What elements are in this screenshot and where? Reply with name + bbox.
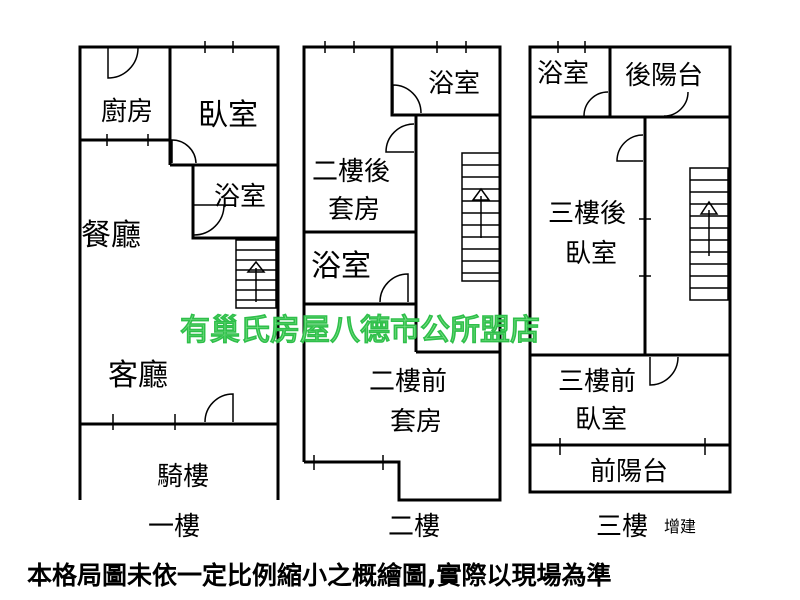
bathroom-label: 浴室 <box>537 59 589 89</box>
bathroom-label: 浴室 <box>214 182 266 212</box>
extension-note: 增建 <box>664 517 696 536</box>
bathroom-top-label: 浴室 <box>428 69 480 99</box>
bathroom-mid-door-icon <box>379 273 409 303</box>
front-suite-label-1: 二樓前 <box>369 367 447 397</box>
front-suite-label-2: 套房 <box>390 407 442 437</box>
second-floor-outer-wall <box>302 45 502 502</box>
rear-bedroom-label-2: 臥室 <box>565 239 617 269</box>
rear-bedroom-door-icon <box>616 134 644 162</box>
bathroom-mid-label: 浴室 <box>311 249 371 284</box>
front-bedroom-door-icon <box>649 356 679 386</box>
arcade-label: 騎樓 <box>157 462 209 492</box>
front-bedroom-label-2: 臥室 <box>575 405 627 435</box>
third-floor-outer-wall <box>528 45 732 494</box>
second-floor-label: 二樓 <box>388 512 440 542</box>
rear-suite-label-1: 二樓後 <box>312 157 390 187</box>
front-balcony-label: 前陽台 <box>590 457 668 487</box>
third-floor-plan: 浴室 後陽台 三樓後 臥室 三樓前 臥室 前陽台 三樓 增建 <box>528 41 732 542</box>
bedroom-door-icon <box>171 139 197 164</box>
disclaimer-text: 本格局圖未依一定比例縮小之概繪圖,實際以現場為準 <box>27 561 612 590</box>
living-door-icon <box>204 393 234 423</box>
rear-suite-door-icon <box>385 123 415 153</box>
bedroom-label: 臥室 <box>198 98 258 133</box>
kitchen-label: 廚房 <box>101 97 153 127</box>
stair-up-arrow-icon <box>246 260 266 302</box>
bathroom-door-icon <box>193 204 225 236</box>
rear-balcony-door-icon <box>663 91 689 117</box>
stair-up-arrow-icon <box>699 200 719 256</box>
stair-up-arrow-icon <box>471 187 491 238</box>
first-floor-label: 一樓 <box>148 512 200 542</box>
rear-balcony-label: 後陽台 <box>625 61 703 91</box>
first-floor-plan: 廚房 臥室 浴室 餐廳 客廳 騎樓 一樓 <box>78 41 280 542</box>
front-bedroom-label-1: 三樓前 <box>558 367 636 397</box>
kitchen-door-icon <box>107 47 139 79</box>
second-floor-plan: 浴室 二樓後 套房 浴室 二樓前 套房 二樓 <box>302 41 502 542</box>
living-label: 客廳 <box>108 358 168 393</box>
watermark-text: 有巢氏房屋八德市公所盟店 <box>180 313 540 348</box>
first-floor-outer-wall <box>78 45 280 500</box>
bathroom-top-door-icon <box>392 84 422 114</box>
third-floor-label: 三樓 <box>596 512 648 542</box>
rear-suite-label-2: 套房 <box>328 195 380 225</box>
bathroom-door-icon <box>583 91 609 117</box>
rear-bedroom-label-1: 三樓後 <box>548 199 626 229</box>
dining-label: 餐廳 <box>81 218 141 253</box>
